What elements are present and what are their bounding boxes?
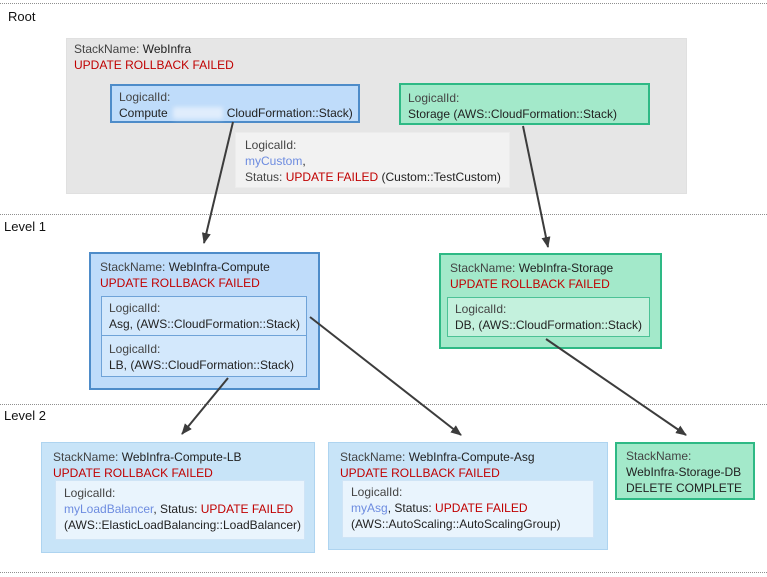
l2-asg-status: UPDATE ROLLBACK FAILED (340, 466, 500, 480)
l2-lb-stackname-value: WebInfra-Compute-LB (121, 450, 242, 464)
stackname-label: StackName: (340, 450, 406, 464)
root-stack-header: StackName: WebInfra UPDATE ROLLBACK FAIL… (74, 41, 234, 73)
logicalid-label: LogicalId: (408, 91, 460, 105)
l2-db-stackname-value: WebInfra-Storage-DB (626, 465, 742, 479)
l2-asg-resource-name: myAsg (351, 501, 388, 515)
l2-lb-resource-mid: , Status: (153, 502, 201, 516)
l1-storage-stackname-line: StackName: WebInfra-Storage (450, 260, 651, 276)
stackname-label: StackName: (626, 449, 692, 463)
logicalid-label: LogicalId: (109, 301, 161, 315)
l1-storage-stackname-value: WebInfra-Storage (518, 261, 614, 275)
l2-asg-resource-mid: , Status: (387, 501, 436, 515)
root-compute-type: CloudFormation::Stack) (226, 106, 353, 120)
root-stackname-value: WebInfra (142, 42, 192, 56)
l1-compute-resource-asg: LogicalId: Asg, (AWS::CloudFormation::St… (101, 296, 307, 336)
l1-compute-stackname-line: StackName: WebInfra-Compute (100, 259, 309, 275)
separator-top (0, 3, 767, 4)
l2-db-status: DELETE COMPLETE (626, 481, 743, 495)
tooltip-resource-name: myCustom (245, 154, 303, 168)
l1-compute-resource-lb: LogicalId: LB, (AWS::CloudFormation::Sta… (101, 335, 307, 377)
arrow-l1-db-to-l2-storage-db (545, 338, 687, 436)
separator-level1 (0, 214, 767, 215)
section-label-root: Root (8, 9, 36, 24)
l2-lb-resource-name: myLoadBalancer (64, 502, 154, 516)
logicalid-label: LogicalId: (351, 485, 403, 499)
root-compute-resource-line: Compute CloudFormation::Stack) (119, 105, 353, 121)
tooltip-status-line: Status: UPDATE FAILED (Custom::TestCusto… (245, 169, 501, 185)
stackname-label: StackName: (100, 260, 166, 274)
root-status: UPDATE ROLLBACK FAILED (74, 58, 234, 72)
l2-lb-stackname-line: StackName: WebInfra-Compute-LB (53, 449, 303, 465)
separator-level2 (0, 404, 767, 405)
stackname-label: StackName: (450, 261, 516, 275)
logicalid-label: LogicalId: (455, 302, 507, 316)
l2-asg-stackname-value: WebInfra-Compute-Asg (408, 450, 535, 464)
root-storage-resource-line: Storage (AWS::CloudFormation::Stack) (408, 107, 617, 121)
redacted-blur (172, 107, 223, 119)
l1-asg-resource-line: Asg, (AWS::CloudFormation::Stack) (109, 317, 300, 331)
logicalid-label: LogicalId: (109, 342, 161, 356)
l1-storage-resource-db: LogicalId: DB, (AWS::CloudFormation::Sta… (447, 297, 650, 337)
l1-storage-status: UPDATE ROLLBACK FAILED (450, 277, 610, 291)
logicalid-label: LogicalId: (64, 486, 116, 500)
tooltip-comma: , (302, 154, 306, 168)
l2-asg-resource-status: UPDATE FAILED (435, 501, 528, 515)
l2-asg-stackname-line: StackName: WebInfra-Compute-Asg (340, 449, 596, 465)
tooltip-status: UPDATE FAILED (285, 170, 379, 184)
l2-lb-resource-type: (AWS::ElasticLoadBalancing::LoadBalancer… (64, 518, 302, 532)
section-label-level2: Level 2 (4, 408, 46, 423)
logicalid-label: LogicalId: (245, 138, 297, 152)
tooltip-type: (Custom::TestCustom) (381, 170, 501, 184)
status-label: Status: (245, 170, 283, 184)
l2-storage-db-stack-box: StackName: WebInfra-Storage-DB DELETE CO… (615, 442, 755, 500)
tooltip-name-line: myCustom, (245, 153, 500, 169)
l2-asg-resource-box: LogicalId: myAsg, Status: UPDATE FAILED … (342, 480, 594, 538)
l2-asg-resource-line: myAsg, Status: UPDATE FAILED (351, 500, 585, 516)
section-label-level1: Level 1 (4, 219, 46, 234)
l1-db-resource-line: DB, (AWS::CloudFormation::Stack) (455, 318, 642, 332)
l2-lb-status: UPDATE ROLLBACK FAILED (53, 466, 213, 480)
stackname-label: StackName: (74, 42, 140, 56)
l1-compute-stackname-value: WebInfra-Compute (168, 260, 270, 274)
l1-compute-status: UPDATE ROLLBACK FAILED (100, 276, 260, 290)
separator-bottom (0, 572, 767, 573)
stackname-label: StackName: (53, 450, 119, 464)
l1-lb-resource-line: LB, (AWS::CloudFormation::Stack) (109, 358, 294, 372)
root-stackname-line: StackName: WebInfra (74, 41, 234, 57)
root-compute-resource-box: LogicalId: Compute CloudFormation::Stack) (110, 84, 360, 123)
l2-lb-resource-box: LogicalId: myLoadBalancer, Status: UPDAT… (55, 480, 305, 540)
root-compute-name: Compute (119, 106, 168, 120)
l2-lb-resource-line: myLoadBalancer, Status: UPDATE FAILED (64, 501, 296, 517)
l2-lb-resource-status: UPDATE FAILED (200, 502, 294, 516)
logicalid-label: LogicalId: (119, 90, 171, 104)
l2-asg-resource-type: (AWS::AutoScaling::AutoScalingGroup) (351, 517, 561, 531)
custom-resource-tooltip: LogicalId: myCustom, Status: UPDATE FAIL… (235, 132, 510, 188)
root-storage-resource-box: LogicalId: Storage (AWS::CloudFormation:… (399, 83, 650, 125)
